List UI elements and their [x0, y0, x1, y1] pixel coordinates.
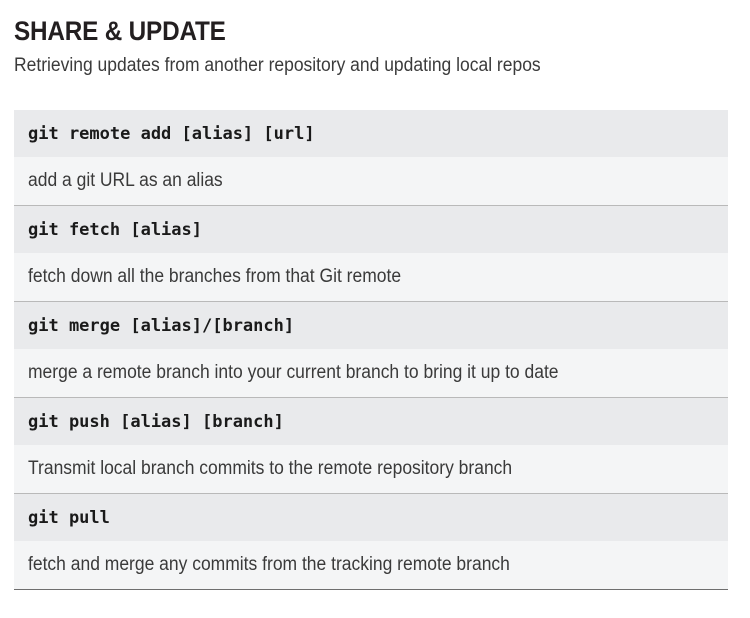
- description-row: Transmit local branch commits to the rem…: [14, 445, 728, 493]
- page-subtitle: Retrieving updates from another reposito…: [14, 55, 541, 76]
- command-text: git merge [alias]/[branch]: [28, 315, 295, 336]
- command-row: git push [alias] [branch]: [14, 398, 728, 445]
- description-text: Transmit local branch commits to the rem…: [28, 458, 513, 479]
- command-row: git pull: [14, 494, 728, 541]
- description-row: fetch down all the branches from that Gi…: [14, 253, 728, 301]
- command-row: git remote add [alias] [url]: [14, 110, 728, 157]
- section-header: SHARE & UPDATE Retrieving updates from a…: [0, 0, 750, 78]
- description-row: merge a remote branch into your current …: [14, 349, 728, 397]
- command-group: git remote add [alias] [url] add a git U…: [14, 110, 728, 205]
- description-text: add a git URL as an alias: [28, 170, 223, 191]
- command-text: git pull: [28, 507, 110, 528]
- command-table: git remote add [alias] [url] add a git U…: [14, 110, 728, 590]
- description-row: fetch and merge any commits from the tra…: [14, 541, 728, 589]
- command-row: git fetch [alias]: [14, 206, 728, 253]
- command-group: git push [alias] [branch] Transmit local…: [14, 397, 728, 493]
- command-group: git fetch [alias] fetch down all the bra…: [14, 205, 728, 301]
- description-row: add a git URL as an alias: [14, 157, 728, 205]
- description-text: merge a remote branch into your current …: [28, 362, 559, 383]
- command-text: git fetch [alias]: [28, 219, 202, 240]
- command-group: git pull fetch and merge any commits fro…: [14, 493, 728, 589]
- command-group: git merge [alias]/[branch] merge a remot…: [14, 301, 728, 397]
- page-title: SHARE & UPDATE: [14, 16, 226, 46]
- command-text: git push [alias] [branch]: [28, 411, 284, 432]
- description-text: fetch and merge any commits from the tra…: [28, 554, 510, 575]
- command-row: git merge [alias]/[branch]: [14, 302, 728, 349]
- command-text: git remote add [alias] [url]: [28, 123, 315, 144]
- description-text: fetch down all the branches from that Gi…: [28, 266, 402, 287]
